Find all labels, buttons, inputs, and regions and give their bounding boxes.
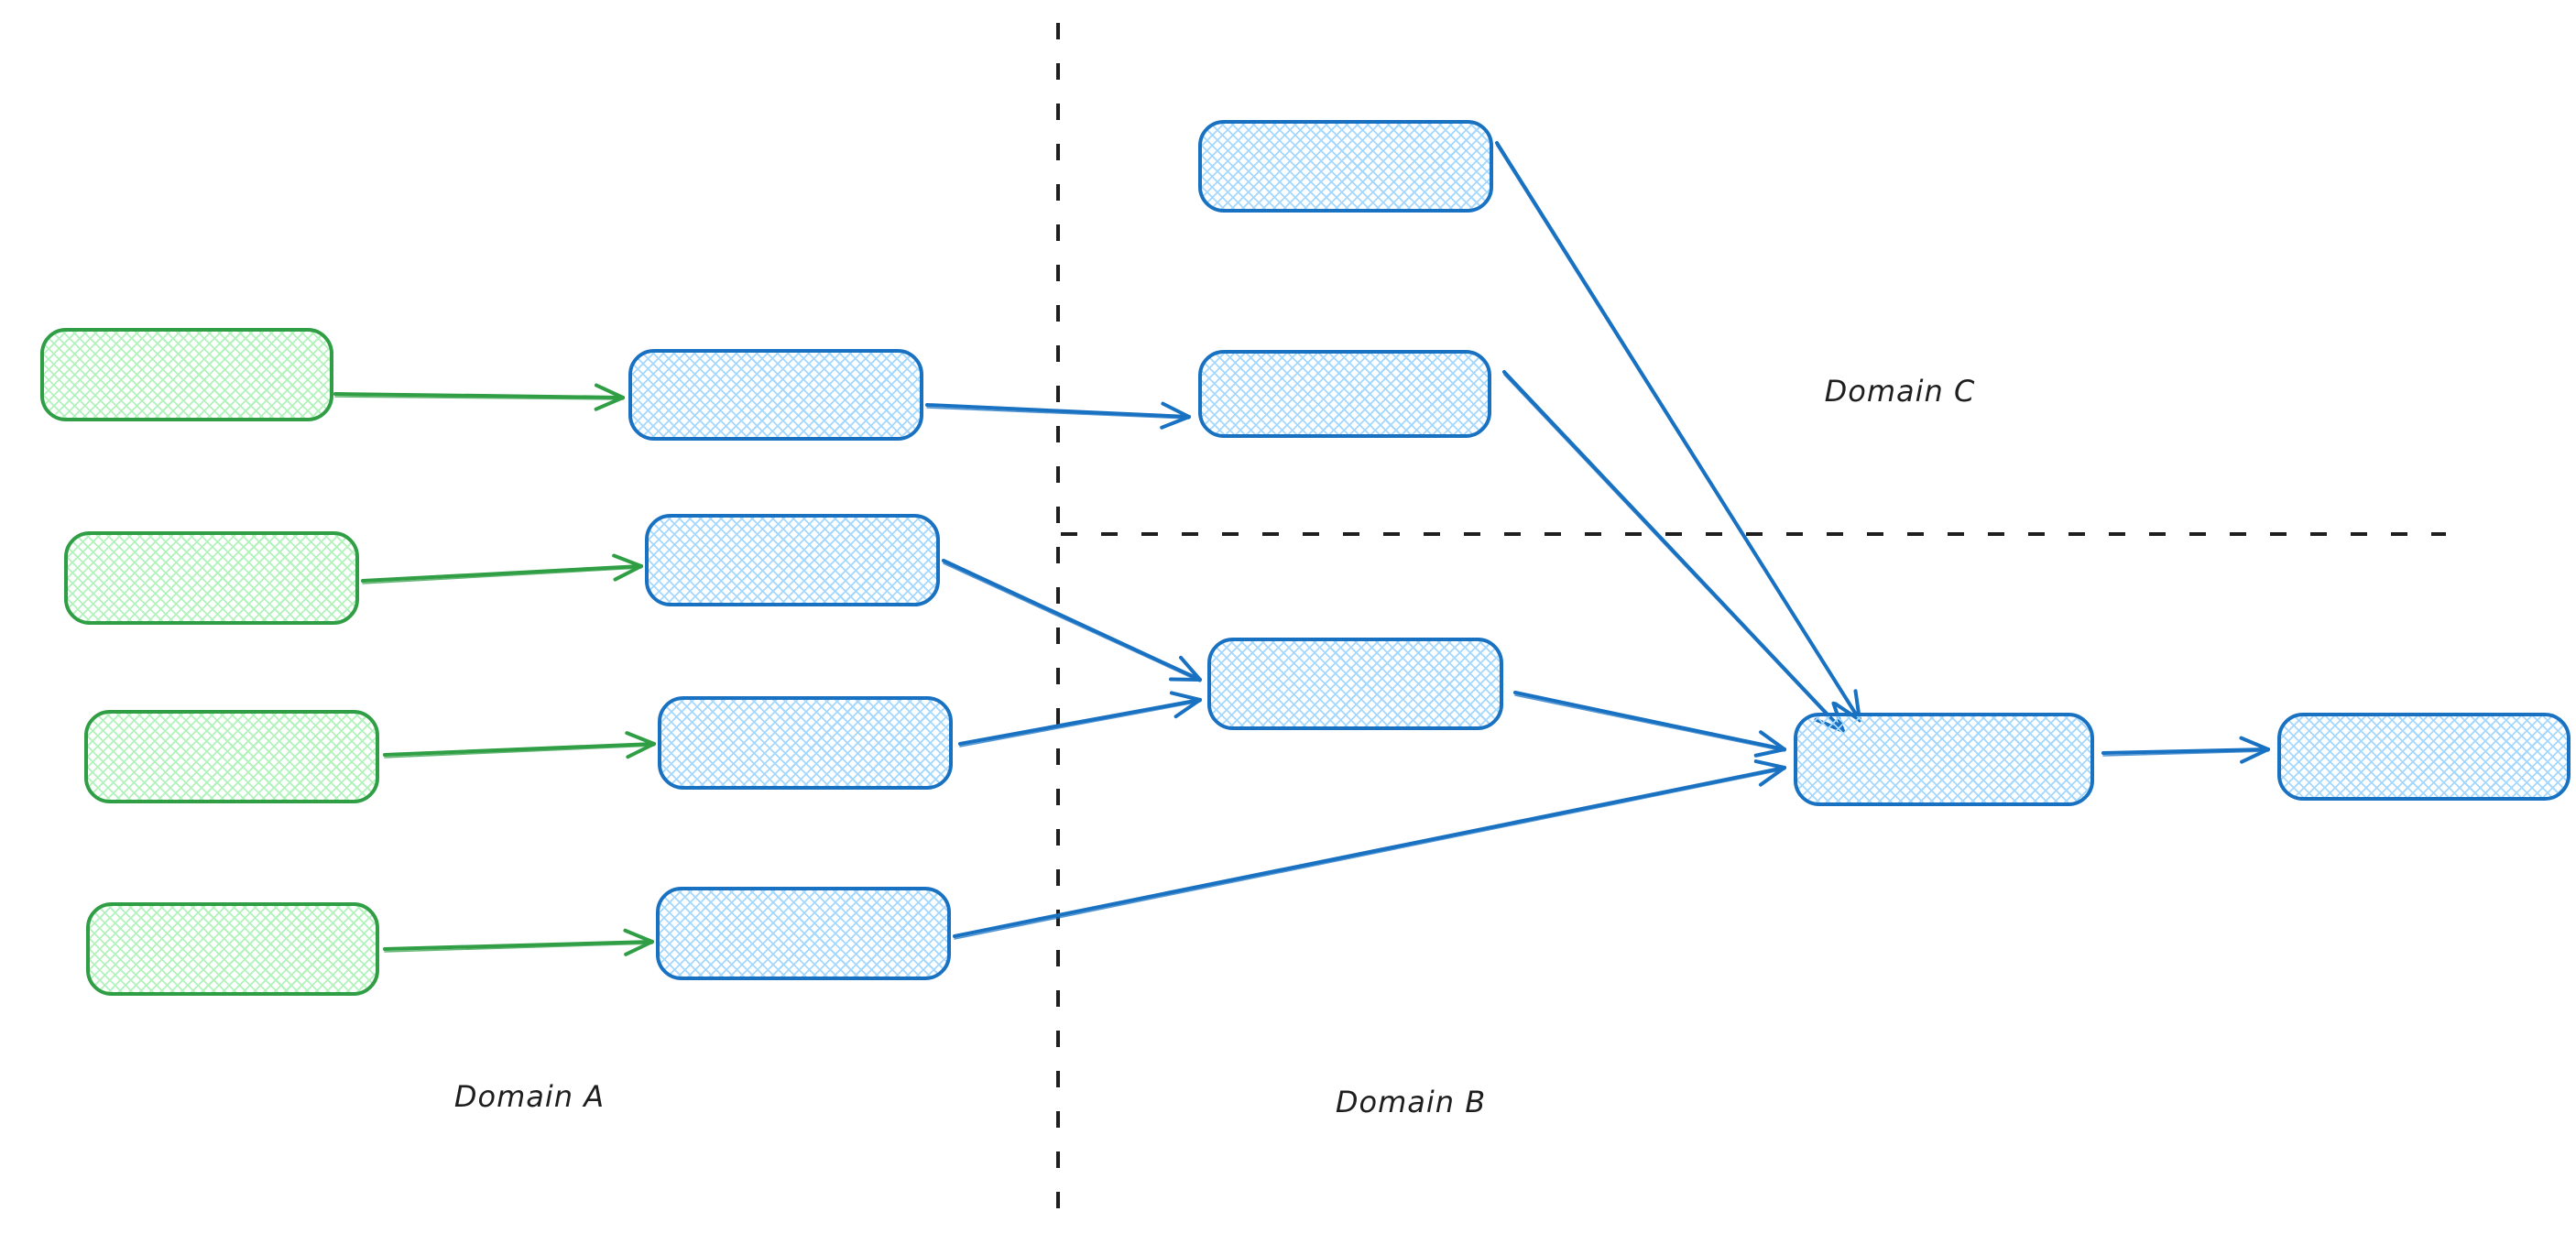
node-a-source-3: [84, 710, 379, 803]
node-b-top: [1198, 120, 1493, 213]
node-c-aggregator: [1794, 713, 2094, 806]
node-a-process-1: [628, 349, 923, 441]
node-a-process-4: [656, 887, 951, 980]
node-b-mid: [1198, 350, 1491, 438]
node-a-source-1: [40, 328, 333, 421]
domain-a-label: Domain A: [453, 1079, 606, 1114]
domain-b-label: Domain B: [1335, 1085, 1487, 1119]
node-a-process-2: [645, 514, 940, 606]
node-a-source-2: [64, 531, 359, 625]
node-a-process-3: [658, 696, 953, 790]
domain-c-label: Domain C: [1824, 374, 1976, 409]
node-c-output: [2277, 713, 2571, 801]
node-b-low: [1207, 638, 1503, 730]
node-a-source-4: [86, 902, 379, 996]
